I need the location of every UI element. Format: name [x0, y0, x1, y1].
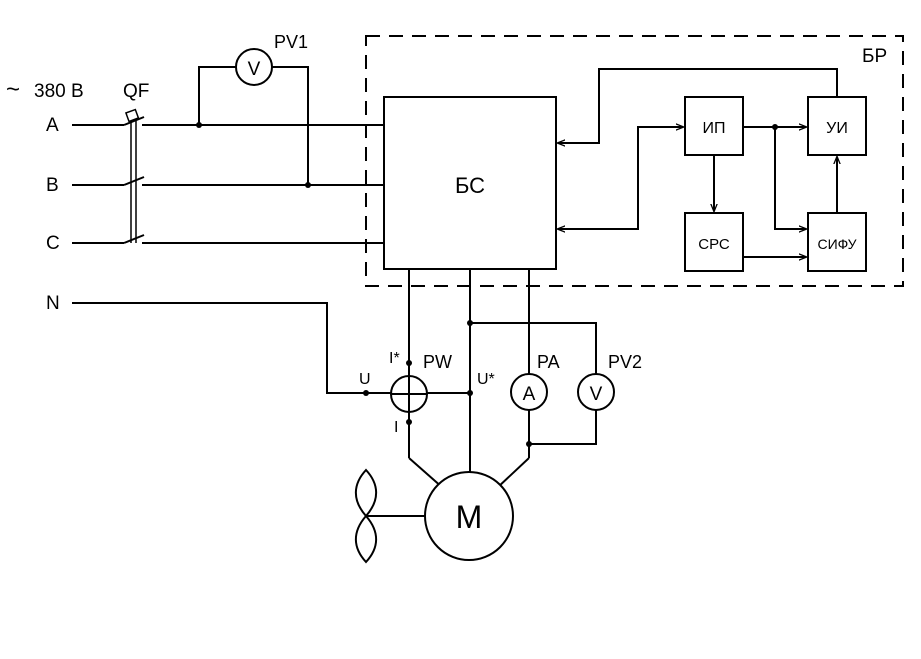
- voltmeter-pv2: V PV2: [577, 352, 642, 411]
- circuit-breaker-qf: [123, 108, 145, 244]
- voltmeter-pv1: V PV1: [196, 32, 311, 188]
- block-sifu-label: СИФУ: [817, 236, 856, 252]
- terminal-i: I: [394, 419, 398, 436]
- ammeter-pa: A PA: [510, 352, 560, 411]
- terminal-u: U: [359, 371, 371, 388]
- ammeter-pa-label: PA: [537, 352, 560, 372]
- phase-label-b: B: [46, 175, 59, 196]
- phase-wires: [72, 124, 384, 244]
- tilde-symbol: ~: [6, 76, 20, 103]
- terminal-u-star: U*: [477, 371, 495, 388]
- switch-label-qf: QF: [123, 81, 149, 102]
- block-ui: [807, 96, 867, 156]
- neutral-wire: [72, 302, 391, 394]
- fan-icon: [354, 468, 378, 564]
- terminal-i-star: I*: [389, 350, 400, 367]
- voltmeter-pv2-label: PV2: [608, 352, 642, 372]
- regulator-frame-label: БР: [862, 46, 887, 67]
- output-wires: [408, 269, 597, 489]
- block-ip-label: ИП: [703, 120, 726, 137]
- phase-label-a: A: [46, 115, 59, 136]
- neutral-label: N: [46, 293, 60, 314]
- wattmeter-pw-label: PW: [423, 352, 452, 372]
- motor: M: [366, 471, 514, 561]
- voltmeter-pv1-label: PV1: [274, 32, 308, 52]
- wattmeter-pw: PW I* I U U*: [359, 350, 495, 436]
- voltmeter-pv2-glyph: V: [590, 384, 603, 405]
- supply-voltage: 380 В: [34, 81, 84, 102]
- block-bs-label: БС: [455, 173, 485, 198]
- phase-label-c: C: [46, 233, 60, 254]
- voltmeter-pv1-glyph: V: [248, 59, 261, 80]
- block-ui-label: УИ: [826, 120, 848, 137]
- block-srs: [684, 212, 744, 272]
- ammeter-pa-glyph: A: [523, 384, 536, 405]
- block-bs: [383, 96, 557, 270]
- regulator-links: [558, 68, 837, 257]
- block-srs-label: СРС: [698, 236, 730, 253]
- supply-label: ~ 380 В QF: [6, 76, 149, 103]
- regulator-frame: [365, 35, 904, 287]
- motor-label: M: [456, 499, 483, 535]
